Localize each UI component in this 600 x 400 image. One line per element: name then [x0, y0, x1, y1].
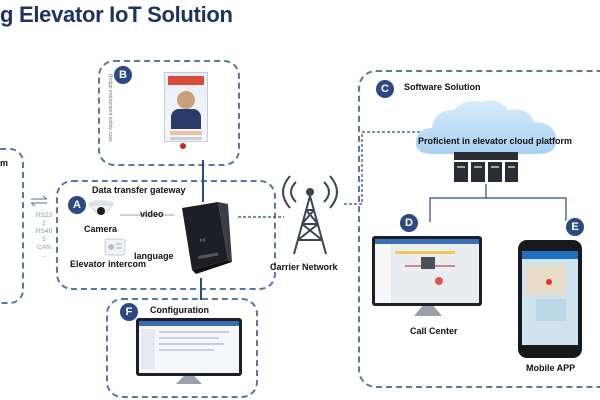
mobile-app-label: Mobile APP: [526, 363, 576, 373]
badge-d: D: [400, 214, 418, 232]
call-center-label: Call Center: [410, 326, 458, 336]
intercom-label: Elevator intercom: [70, 259, 147, 269]
call-center-monitor: [372, 236, 482, 306]
configuration-heading: Configuration: [150, 305, 209, 315]
camera-label: Camera: [84, 224, 118, 234]
gateway-device-image: Iot: [182, 202, 232, 274]
left-partial-panel: [0, 148, 24, 304]
badge-b: B: [114, 66, 132, 84]
protocol-item: 2: [42, 220, 46, 227]
intercom-icon: [104, 238, 126, 256]
software-solution-heading: Software Solution: [404, 82, 481, 92]
video-label: video: [140, 209, 164, 219]
gateway-to-b-line: [202, 160, 204, 202]
left-panel-label: m: [0, 158, 9, 168]
safety-poster-image: [164, 72, 208, 142]
badge-a: A: [68, 196, 86, 214]
language-label: language: [134, 251, 174, 261]
panel-f: [106, 298, 258, 398]
panel-b-side-text: Bridge entrapment safety case: [106, 74, 113, 142]
protocol-item: 5: [42, 236, 46, 243]
gateway-to-carrier-line: [238, 216, 284, 218]
carrier-network-label: Carrier Network: [270, 262, 338, 272]
gateway-to-f-line: [200, 278, 202, 300]
mobile-phone: [518, 240, 582, 358]
cell-tower-icon: [282, 175, 338, 255]
monitor-stand: [176, 376, 202, 384]
cloud-connector-lines: [429, 184, 567, 222]
panel-c: [358, 70, 600, 388]
badge-e: E: [566, 218, 584, 236]
double-arrow-icon: [30, 195, 48, 207]
protocol-item: ...: [41, 252, 47, 259]
protocol-item: CAN: [37, 244, 51, 251]
cloud-icon: [415, 100, 557, 154]
configuration-monitor: [136, 318, 242, 376]
panel-b: [98, 60, 240, 166]
panel-a: [56, 180, 276, 290]
gateway-heading: Data transfer gateway: [92, 185, 186, 195]
cloud-platform-label: Proficient in elevator cloud platform: [418, 136, 573, 146]
call-center-stand: [414, 306, 442, 316]
server-icon: [454, 152, 518, 182]
protocol-list: RS23 2 RS48 5 CAN ...: [32, 212, 56, 260]
protocol-item: RS48: [35, 228, 53, 235]
badge-f: F: [120, 303, 138, 321]
poster-pin-icon: [180, 143, 186, 149]
protocol-item: RS23: [35, 212, 53, 219]
svg-text:Iot: Iot: [199, 237, 206, 244]
camera-icon: [88, 200, 114, 215]
badge-c: C: [376, 80, 394, 98]
page-title: g Elevator IoT Solution: [0, 2, 233, 27]
video-arrow-icon: [120, 214, 174, 216]
